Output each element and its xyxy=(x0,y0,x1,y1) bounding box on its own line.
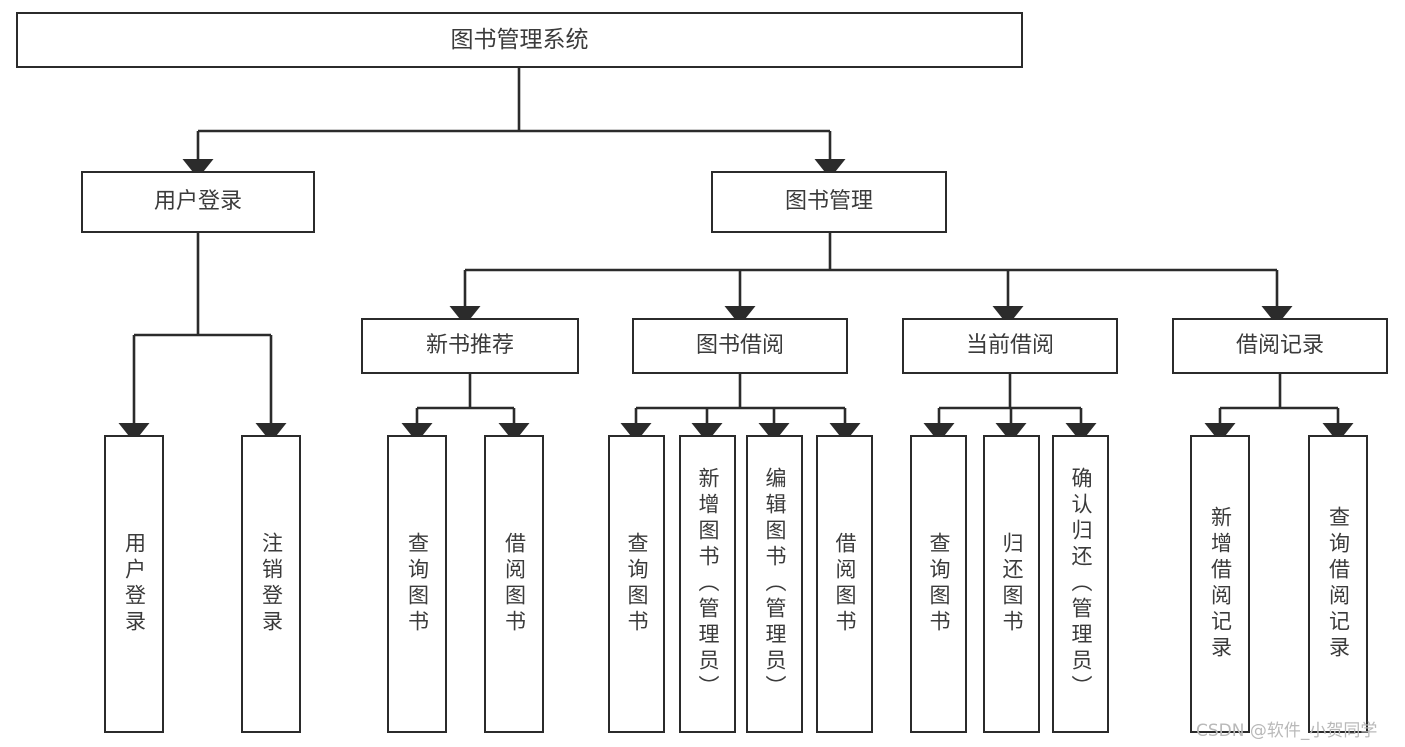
node-leaf-borrow-book-1-label: 借阅图书 xyxy=(502,532,527,636)
node-leaf-query-record[interactable]: 查询借阅记录 xyxy=(1308,435,1368,733)
node-leaf-user-logout[interactable]: 注销登录 xyxy=(241,435,301,733)
watermark: CSDN @软件_小贺同学 xyxy=(1196,721,1378,741)
node-leaf-query-book-2[interactable]: 查询图书 xyxy=(608,435,665,733)
node-leaf-return-book[interactable]: 归还图书 xyxy=(983,435,1040,733)
node-leaf-add-book-label: 新增图书（管理员） xyxy=(696,467,720,701)
node-leaf-user-login-label: 用户登录 xyxy=(122,532,147,636)
node-book-manage[interactable]: 图书管理 xyxy=(711,171,947,233)
node-leaf-query-book-3[interactable]: 查询图书 xyxy=(910,435,967,733)
node-leaf-borrow-book-1[interactable]: 借阅图书 xyxy=(484,435,544,733)
node-current-borrow[interactable]: 当前借阅 xyxy=(902,318,1118,374)
node-leaf-borrow-book-2[interactable]: 借阅图书 xyxy=(816,435,873,733)
node-leaf-query-book-1-label: 查询图书 xyxy=(405,532,430,636)
node-leaf-add-record[interactable]: 新增借阅记录 xyxy=(1190,435,1250,733)
node-new-book-rec-label: 新书推荐 xyxy=(425,333,514,358)
node-book-borrow[interactable]: 图书借阅 xyxy=(632,318,848,374)
node-book-borrow-label: 图书借阅 xyxy=(695,333,784,358)
node-leaf-query-book-3-label: 查询图书 xyxy=(927,532,951,636)
node-leaf-confirm-return[interactable]: 确认归还（管理员） xyxy=(1052,435,1109,733)
node-leaf-return-book-label: 归还图书 xyxy=(1000,532,1024,636)
node-borrow-record-label: 借阅记录 xyxy=(1235,333,1324,358)
node-leaf-add-record-label: 新增借阅记录 xyxy=(1208,506,1233,662)
node-leaf-confirm-return-label: 确认归还（管理员） xyxy=(1069,467,1093,701)
node-borrow-record[interactable]: 借阅记录 xyxy=(1172,318,1388,374)
node-book-manage-label: 图书管理 xyxy=(784,189,873,214)
node-leaf-query-record-label: 查询借阅记录 xyxy=(1326,506,1351,662)
node-leaf-edit-book[interactable]: 编辑图书（管理员） xyxy=(746,435,803,733)
node-new-book-rec[interactable]: 新书推荐 xyxy=(361,318,579,374)
node-leaf-add-book[interactable]: 新增图书（管理员） xyxy=(679,435,736,733)
node-current-borrow-label: 当前借阅 xyxy=(965,333,1054,358)
node-user-login[interactable]: 用户登录 xyxy=(81,171,315,233)
node-root-label: 图书管理系统 xyxy=(450,26,589,53)
node-root[interactable]: 图书管理系统 xyxy=(16,12,1023,68)
node-leaf-query-book-1[interactable]: 查询图书 xyxy=(387,435,447,733)
node-leaf-user-logout-label: 注销登录 xyxy=(259,532,284,636)
node-user-login-label: 用户登录 xyxy=(153,189,242,214)
node-leaf-user-login[interactable]: 用户登录 xyxy=(104,435,164,733)
node-leaf-borrow-book-2-label: 借阅图书 xyxy=(833,532,857,636)
node-leaf-edit-book-label: 编辑图书（管理员） xyxy=(763,467,787,701)
node-leaf-query-book-2-label: 查询图书 xyxy=(625,532,649,636)
